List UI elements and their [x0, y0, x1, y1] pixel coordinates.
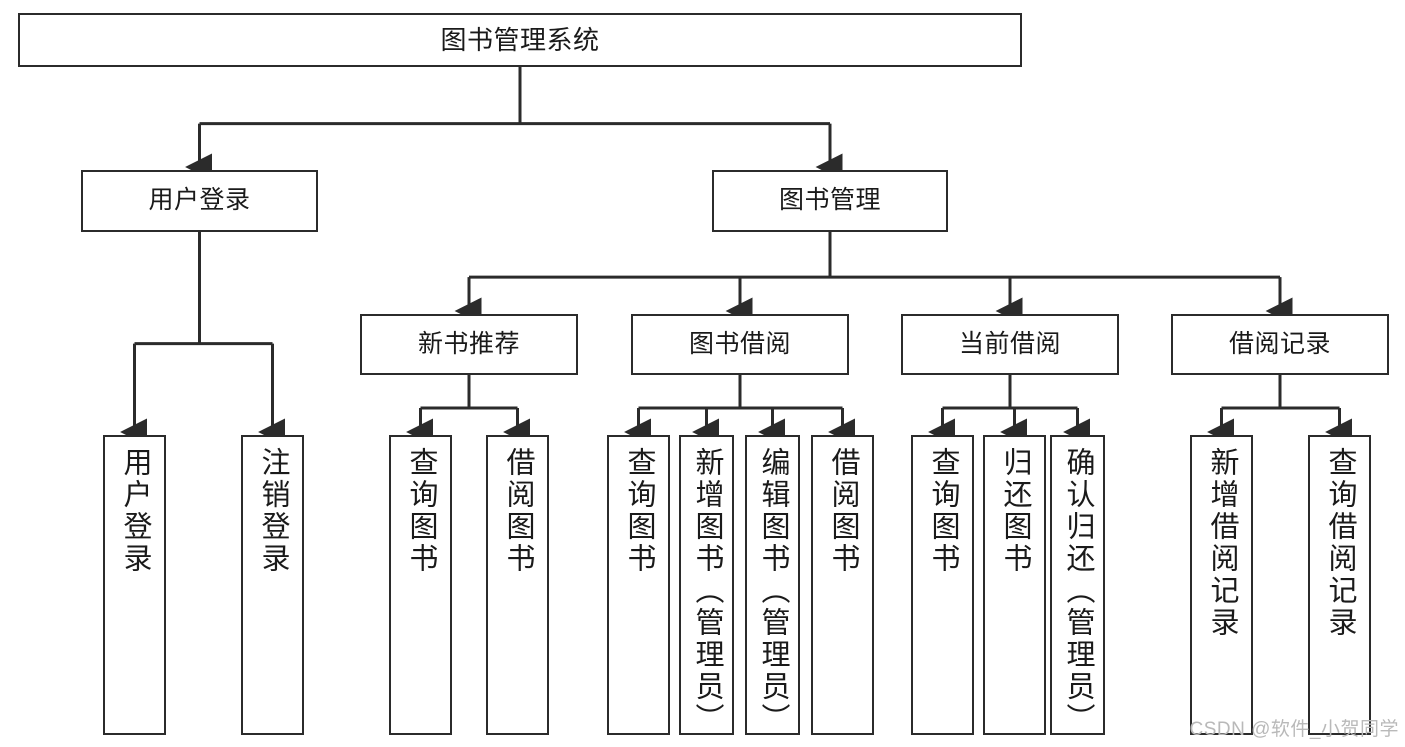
node-label: 查询借阅记录 [1324, 447, 1356, 639]
node-label: 确认归还（管理员） [1062, 447, 1094, 735]
node-l4[interactable]: 借阅图书 [486, 435, 549, 735]
node-label: 图书管理系统 [440, 24, 600, 55]
node-label: 注销登录 [257, 447, 289, 575]
node-label: 图书借阅 [688, 329, 791, 358]
node-label: 查询图书 [927, 447, 959, 575]
node-label: 归还图书 [999, 447, 1031, 575]
node-label: 查询图书 [405, 447, 437, 575]
node-l13[interactable]: 查询借阅记录 [1308, 435, 1371, 735]
node-l8[interactable]: 借阅图书 [811, 435, 874, 735]
node-n-books[interactable]: 图书管理 [712, 170, 948, 232]
node-n-login[interactable]: 用户登录 [81, 170, 318, 232]
node-root[interactable]: 图书管理系统 [18, 13, 1022, 67]
node-l2[interactable]: 注销登录 [241, 435, 304, 735]
node-n-borrow[interactable]: 图书借阅 [631, 314, 849, 375]
node-l1[interactable]: 用户登录 [103, 435, 166, 735]
node-label: 图书管理 [778, 186, 881, 215]
node-label: 用户登录 [148, 186, 251, 215]
node-label: 用户登录 [119, 447, 151, 575]
node-l11[interactable]: 确认归还（管理员） [1050, 435, 1105, 735]
node-l6[interactable]: 新增图书（管理员） [679, 435, 734, 735]
watermark-label: CSDN @软件_小贺同学 [1189, 719, 1399, 740]
node-l5[interactable]: 查询图书 [607, 435, 670, 735]
node-label: 编辑图书（管理员） [757, 447, 789, 735]
node-label: 借阅记录 [1228, 329, 1331, 358]
node-label: 查询图书 [623, 447, 655, 575]
node-l7[interactable]: 编辑图书（管理员） [745, 435, 800, 735]
node-n-newrec[interactable]: 新书推荐 [360, 314, 578, 375]
node-label: 新书推荐 [417, 329, 520, 358]
node-n-hist[interactable]: 借阅记录 [1171, 314, 1389, 375]
node-label: 借阅图书 [827, 447, 859, 575]
node-label: 当前借阅 [958, 329, 1061, 358]
node-l9[interactable]: 查询图书 [911, 435, 974, 735]
node-l12[interactable]: 新增借阅记录 [1190, 435, 1253, 735]
node-label: 新增图书（管理员） [691, 447, 723, 735]
node-l3[interactable]: 查询图书 [389, 435, 452, 735]
node-n-cur[interactable]: 当前借阅 [901, 314, 1119, 375]
node-l10[interactable]: 归还图书 [983, 435, 1046, 735]
node-label: 借阅图书 [502, 447, 534, 575]
node-label: 新增借阅记录 [1206, 447, 1238, 639]
